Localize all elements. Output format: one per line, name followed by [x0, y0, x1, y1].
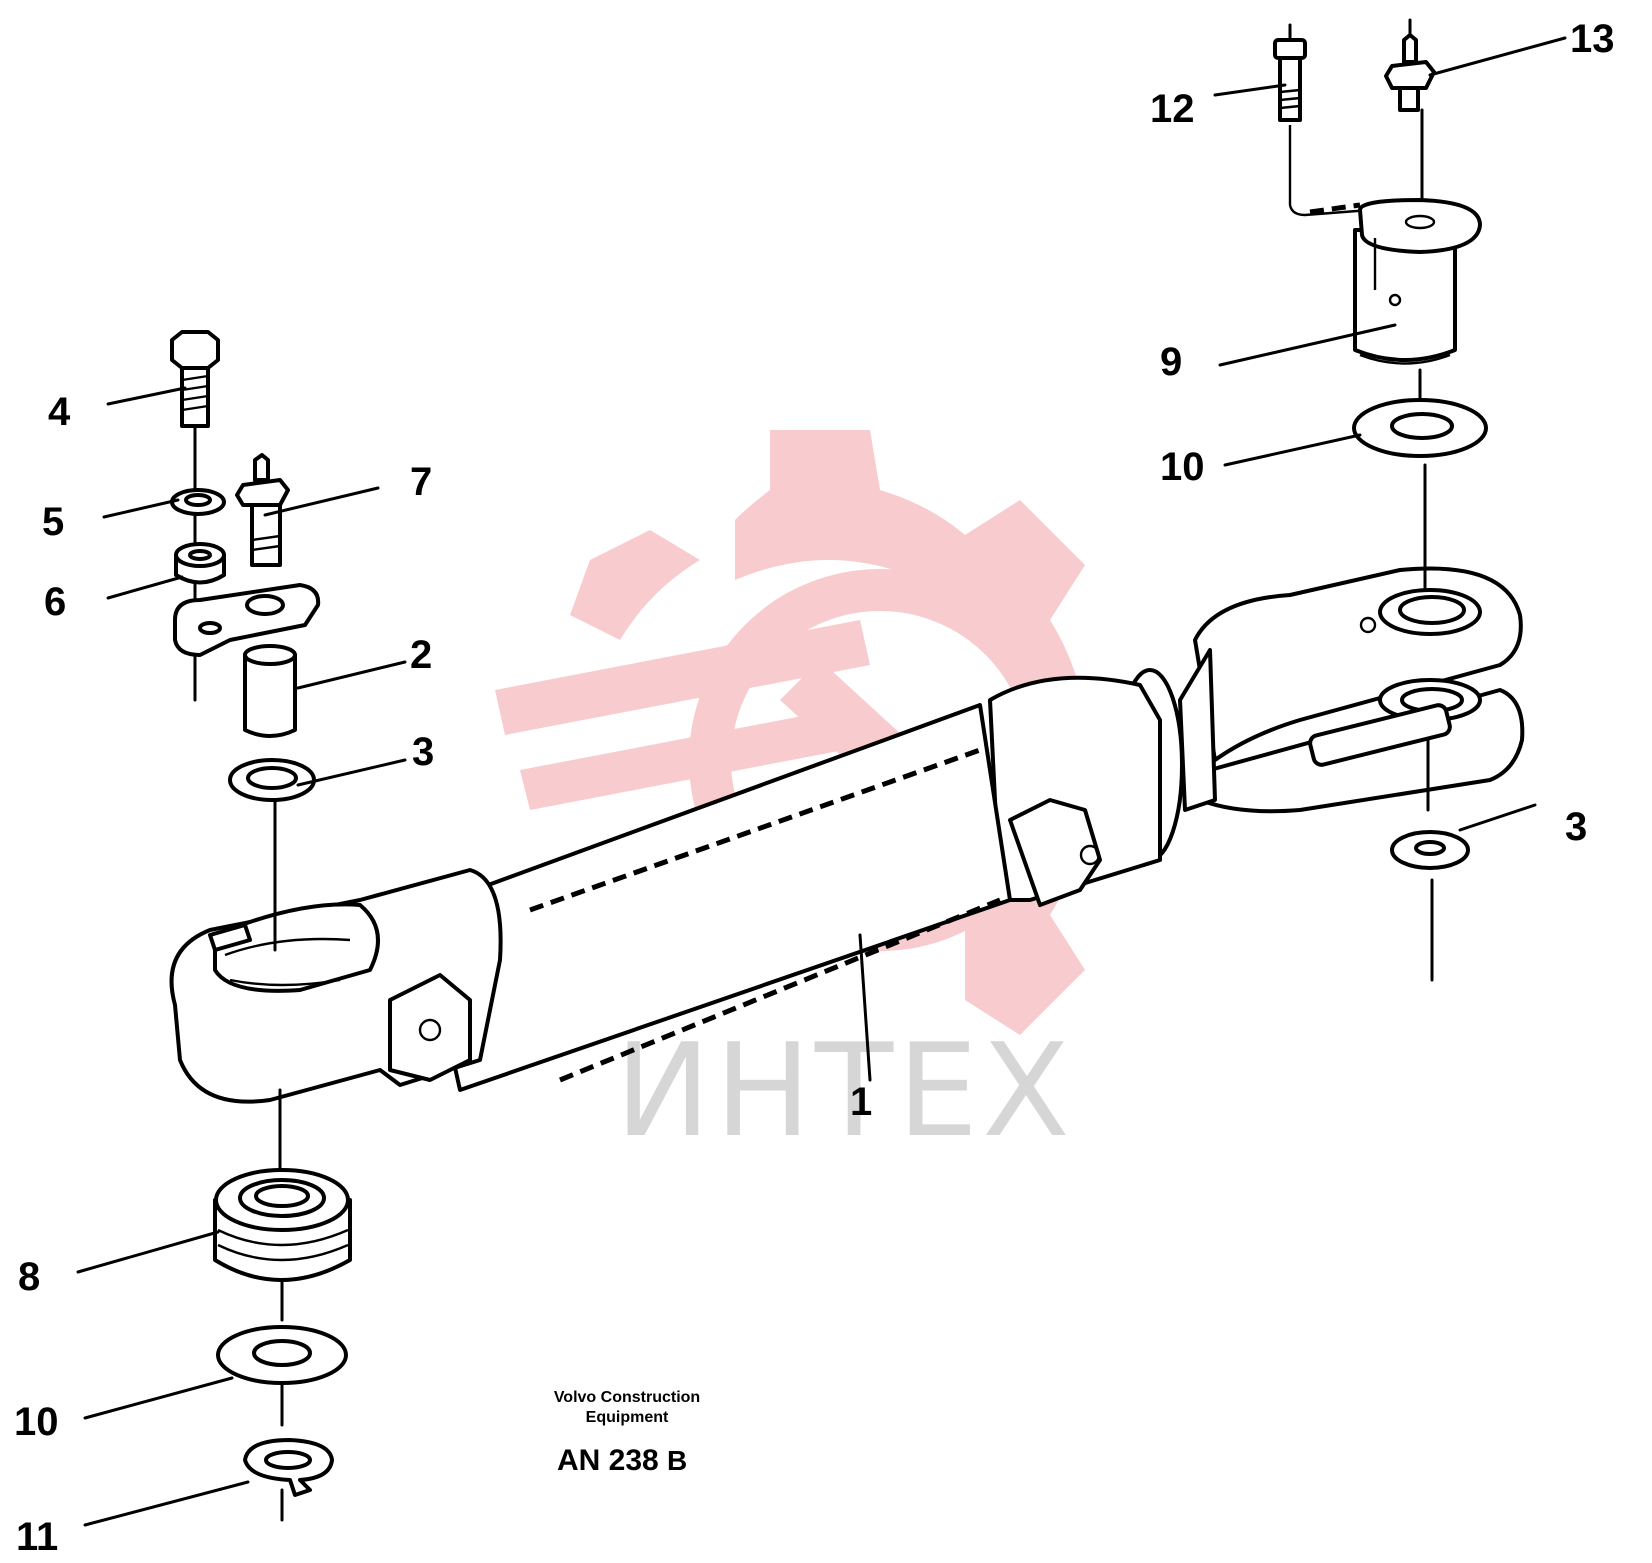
caption-drawing-suffix: B [667, 1445, 687, 1476]
part-4-bolt [170, 330, 220, 428]
part-12-lock-pin [1273, 38, 1307, 122]
callout-10-right: 10 [1160, 445, 1205, 489]
callout-5: 5 [42, 500, 64, 544]
callout-10-left: 10 [14, 1400, 59, 1444]
callout-6: 6 [44, 580, 66, 624]
callout-13: 13 [1570, 17, 1615, 61]
callout-9: 9 [1160, 340, 1182, 384]
callout-4: 4 [48, 390, 71, 434]
callout-3-left: 3 [412, 730, 434, 774]
part-10-washer-right [1352, 398, 1488, 458]
caption-company-line1: Volvo Construction [554, 1389, 700, 1406]
callout-11: 11 [16, 1515, 58, 1559]
part-8-bushing [213, 1168, 352, 1282]
right-hardware [1273, 18, 1488, 982]
callout-2: 2 [410, 633, 432, 677]
left-hardware [170, 330, 352, 1522]
part-6-spacer [174, 542, 226, 585]
caption-block: Volvo Construction Equipment AN 238 B [554, 1389, 700, 1477]
part-5-washer [170, 488, 226, 516]
callout-3-right: 3 [1565, 805, 1587, 849]
part-3-seal-left [228, 758, 316, 802]
caption-company-line2: Equipment [586, 1409, 669, 1426]
watermark-text: ИНТЕХ [615, 1017, 1074, 1166]
callout-12: 12 [1150, 87, 1195, 131]
watermark-gear-icon [570, 430, 1145, 1035]
callout-8: 8 [18, 1255, 40, 1299]
part-7-grease-nipple [235, 453, 290, 567]
caption-drawing-code: AN 238 [557, 1444, 659, 1477]
part-13-grease-nipple [1384, 33, 1436, 112]
callout-7: 7 [410, 460, 432, 504]
part-3-seal-right [1390, 830, 1470, 870]
part-9-pin [1353, 198, 1482, 365]
callout-labels: 1 2 3 3 4 5 6 7 8 9 10 10 11 12 13 [14, 17, 1615, 1559]
part-2-pin [173, 583, 321, 738]
part-11-snap-ring [243, 1438, 334, 1497]
leader-lines [76, 36, 1567, 1527]
part-10-washer-left [216, 1325, 348, 1385]
callout-1: 1 [850, 1080, 872, 1124]
cylinder-assembly [169, 566, 1525, 1104]
